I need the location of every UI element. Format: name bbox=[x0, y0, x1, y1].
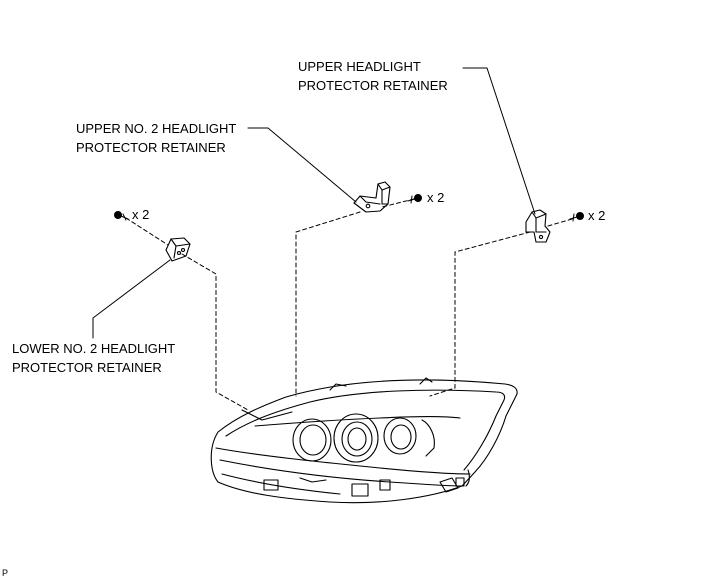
leader-lines bbox=[92, 67, 536, 339]
label-line: PROTECTOR RETAINER bbox=[12, 360, 162, 375]
screw-right bbox=[569, 212, 584, 222]
quantity-left-screw: x 2 bbox=[132, 207, 150, 222]
dash-upper-no2 bbox=[295, 211, 361, 397]
screw-center bbox=[407, 194, 422, 204]
label-upper-headlight-protector-retainer: UPPER HEADLIGHT PROTECTOR RETAINER bbox=[298, 57, 448, 95]
label-upper-no2-headlight-protector-retainer: UPPER NO. 2 HEADLIGHT PROTECTOR RETAINER bbox=[76, 119, 236, 157]
leader-upper-no2-retainer bbox=[247, 127, 357, 203]
quantity-right-screw: x 2 bbox=[588, 208, 606, 223]
label-line: LOWER NO. 2 HEADLIGHT bbox=[12, 341, 176, 356]
dash-upper-retainer bbox=[429, 231, 531, 397]
figure-code: P bbox=[2, 568, 9, 578]
screw-left bbox=[114, 211, 129, 221]
install-dashed-lines bbox=[125, 198, 573, 411]
quantity-center-screw: x 2 bbox=[427, 190, 445, 205]
label-line: UPPER NO. 2 HEADLIGHT bbox=[76, 121, 237, 136]
dash-right-screw bbox=[547, 218, 573, 227]
dash-left-screw bbox=[125, 217, 169, 246]
lower-no2-retainer-part bbox=[165, 237, 191, 262]
upper-no2-retainer-part bbox=[353, 181, 391, 213]
label-line: PROTECTOR RETAINER bbox=[76, 140, 226, 155]
headlight-assembly bbox=[210, 377, 518, 504]
label-line: UPPER HEADLIGHT bbox=[298, 59, 421, 74]
label-line: PROTECTOR RETAINER bbox=[298, 78, 448, 93]
upper-retainer-part bbox=[525, 209, 551, 243]
dash-center-screw bbox=[381, 198, 415, 208]
label-lower-no2-headlight-protector-retainer: LOWER NO. 2 HEADLIGHT PROTECTOR RETAINER bbox=[12, 339, 175, 377]
leader-lower-no2-retainer bbox=[92, 259, 171, 339]
leader-upper-retainer bbox=[462, 67, 536, 215]
dash-lower-retainer bbox=[181, 253, 249, 411]
